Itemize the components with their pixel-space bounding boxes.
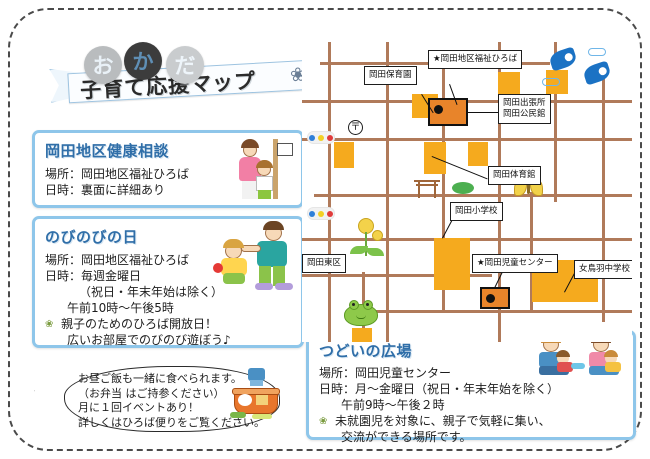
children-playing-icon [537,334,629,387]
card-line: 午前10時～午後5時 [67,301,174,315]
map-road [328,42,331,342]
map-building [468,142,488,166]
speech-bubble-text: お昼ご飯も一緒に食べられます。 （お弁当 はご持参ください） 月に１回イベントあ… [78,372,278,430]
map-road [302,138,632,141]
father-and-baby-icon [211,221,297,291]
map-road [602,72,605,322]
card-title: つどいの広場 [319,342,413,360]
map-road [314,194,632,197]
frog-icon [344,300,378,326]
card-line-text: 親子のためのひろば開放日！ [61,317,218,331]
mother-and-child-icon [233,137,295,203]
map-label-jido-center: ★岡田児童センター [472,254,558,273]
map-building-shogakko [434,238,470,290]
card-line: 日時：毎週金曜日 [45,269,142,283]
card-tsudoi-no-hiroba: つどいの広場 場所：岡田児童センター 日時：月～金曜日（祝日・年末年始を除く） … [306,330,636,444]
kana-circle-da: だ [166,46,204,84]
card-line: 広いお部屋でのびのび遊ぼう♪ [67,333,231,347]
cloud-icon [542,78,560,86]
flower-bullet-icon: ❀ [45,319,54,330]
poster-header: 子育て応援マップ ❀ お か だ [40,24,343,107]
bird-icon [547,46,579,72]
map-highlight-fukushi-hiroba [428,98,468,126]
map-label-line: 岡田出張所 [503,98,546,108]
card-nobinobi-no-hi: のびのびの日 場所：岡田地区福祉ひろば 日時：毎週金曜日 （祝日・年末年始は除く… [32,216,304,348]
bubble-line: （お弁当 はご持参ください） [78,386,225,400]
bush-icon [452,182,474,194]
map-highlight-jido-center [480,287,510,309]
card-line: 場所：岡田児童センター [319,366,452,380]
map-label-line: 岡田公民館 [503,109,546,119]
bubble-line: 月に１回イベントあり！ [78,401,199,414]
card-kenko-sodan: 岡田地区健康相談 場所：岡田地区福祉ひろば 日時：裏面に詳細あり [32,130,304,208]
map-building [352,328,372,342]
map-building [498,72,520,98]
map-road [442,62,445,312]
map-road [530,192,533,312]
bubble-line: お昼ご飯も一緒に食べられます。 [78,372,242,385]
cloud-icon [588,48,606,56]
card-line: 場所：岡田地区福祉ひろば [45,253,190,267]
kana-circle-o: お [84,46,122,84]
card-line-bullet: ❀ 親子のためのひろば開放日！ [45,316,292,332]
picnic-basket-icon [226,368,288,426]
traffic-light-icon [308,132,334,143]
card-title: 岡田地区健康相談 [45,142,170,160]
map-road [498,42,501,342]
traffic-light-icon [308,208,334,219]
map-label-hoikuen: 岡田保育園 [364,66,417,85]
map-label-shucchojo: 岡田出張所 岡田公民館 [498,94,551,124]
flower-bullet-icon: ❀ [319,416,328,427]
card-line-text: 未就園児を対象に、親子で気軽に集い、 [335,414,551,428]
dandelion-icon [348,218,390,260]
map-label-higashiku: 岡田東区 [302,254,347,273]
map-label-fukushi-hiroba: ★岡田地区福祉ひろば [428,50,523,69]
card-title: のびのびの日 [45,228,139,246]
map-road [554,42,557,202]
map-label-shogakko: 岡田小学校 [450,202,503,221]
map-label-chugakko: 女鳥羽中学校 [574,260,632,279]
torii-gate-icon [414,178,440,198]
map-label-taiikukan: 岡田体育館 [488,166,541,185]
map-road [386,42,389,342]
card-line: 午前9時～午後２時 [341,398,445,412]
card-line: 交流ができる場所です。 [341,430,472,444]
map-building [334,142,354,168]
map-road [302,274,492,277]
leader-line [468,112,526,113]
card-line: 日時：裏面に詳細あり [45,183,166,197]
card-line: 場所：岡田地区福祉ひろば [45,167,190,181]
kana-circle-ka: か [124,42,162,80]
area-map: 〒 [302,42,632,342]
map-road [362,310,632,313]
poster-frame: 子育て応援マップ ❀ お か だ 岡田地区健康相談 場所：岡田地区福祉ひろば 日… [8,8,642,451]
post-office-icon: 〒 [348,120,363,135]
card-line: 日時：月～金曜日（祝日・年末年始を除く） [319,382,560,396]
bird-icon [581,60,613,86]
bubble-line: 詳しくはひろば便りをご覧ください。 [78,415,265,429]
card-line-bullet: ❀ 未就園児を対象に、親子で気軽に集い、 [319,413,624,429]
card-line: （祝日・年末年始は除く） [79,285,224,299]
